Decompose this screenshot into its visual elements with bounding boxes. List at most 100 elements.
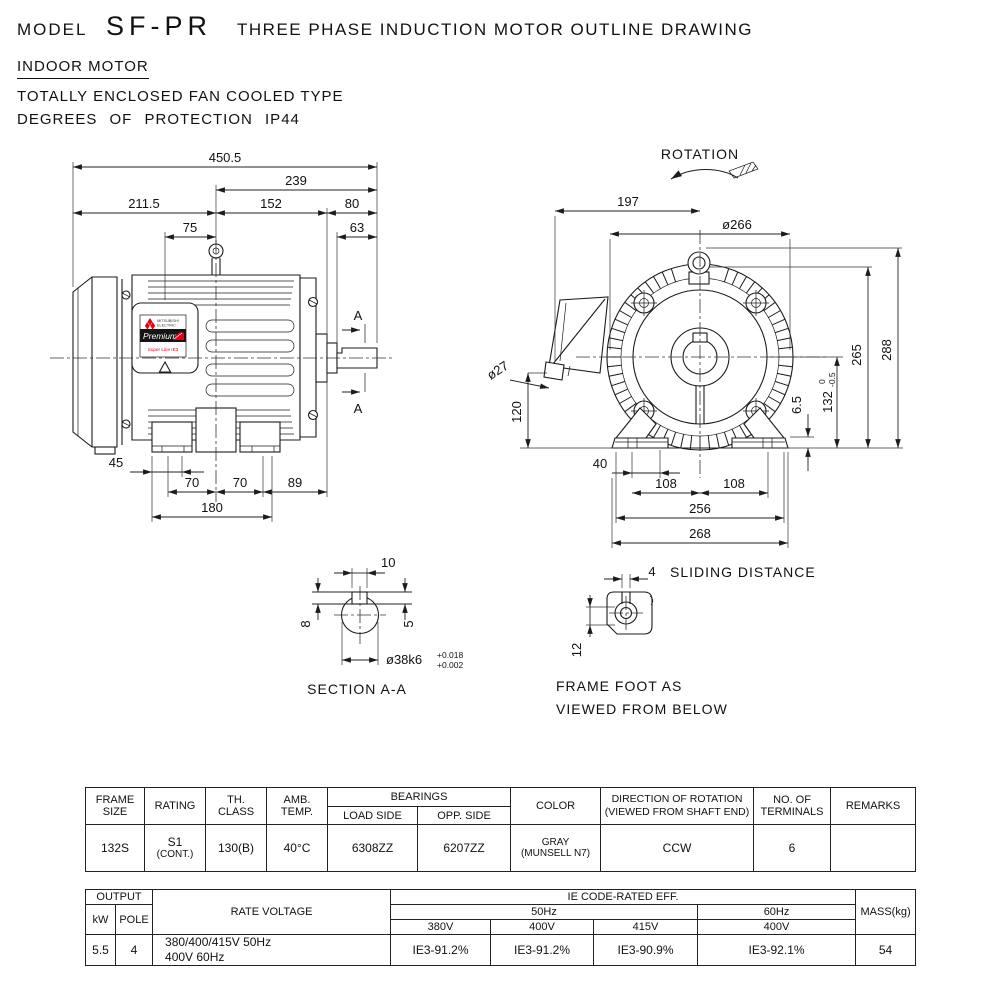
- header-60hz: 60Hz: [697, 904, 857, 920]
- svg-text:450.5: 450.5: [209, 150, 242, 165]
- svg-text:0: 0: [817, 379, 827, 384]
- subtitle-protection: DEGREES OF PROTECTION IP44: [17, 111, 300, 128]
- bolt-bosses: [631, 290, 769, 424]
- svg-text:180: 180: [201, 500, 223, 515]
- value-direction: CCW: [600, 824, 755, 872]
- value-terminals: 6: [753, 824, 832, 872]
- header-th-class: TH.CLASS: [205, 787, 267, 825]
- header-color: COLOR: [510, 787, 602, 825]
- header-rate-voltage: RATE VOLTAGE: [152, 889, 392, 935]
- header-400v-50: 400V: [490, 919, 595, 935]
- cover-screws: [121, 290, 131, 429]
- value-remarks: [830, 824, 917, 872]
- svg-text:152: 152: [260, 196, 282, 211]
- terminal-box: [543, 296, 609, 381]
- header-bearings: BEARINGS: [326, 787, 512, 807]
- svg-text:12: 12: [569, 643, 584, 657]
- subtitle-enclosure: TOTALLY ENCLOSED FAN COOLED TYPE: [17, 88, 344, 105]
- front-feet: [611, 407, 903, 449]
- svg-text:40: 40: [593, 456, 607, 471]
- section-aa: 10 8 5 ø38k6 +0.018 +0.002 SECTION A-A: [298, 555, 464, 697]
- outline-drawing: A A MITSUBISHI ELECTRIC Premium Super Li…: [50, 146, 903, 717]
- svg-text:ø27: ø27: [484, 358, 511, 383]
- frame-foot-caption-2: VIEWED FROM BELOW: [556, 701, 728, 717]
- svg-text:63: 63: [350, 220, 364, 235]
- svg-text:89: 89: [288, 475, 302, 490]
- value-kw: 5.5: [85, 934, 116, 966]
- svg-text:80: 80: [345, 196, 359, 211]
- mitsubishi-logo-icon: [144, 318, 156, 330]
- svg-text:+0.018: +0.018: [437, 650, 464, 660]
- svg-text:256: 256: [689, 501, 711, 516]
- svg-text:6.5: 6.5: [789, 396, 804, 414]
- svg-text:108: 108: [723, 476, 745, 491]
- model-code: SF-PR: [106, 11, 212, 41]
- value-eff-415: IE3-90.9%: [593, 934, 699, 966]
- rotation-arrow-icon: [670, 161, 759, 180]
- value-amb-temp: 40°C: [266, 824, 328, 872]
- header-output: OUTPUT: [84, 889, 154, 905]
- subtitle-indoor-motor: INDOOR MOTOR: [17, 58, 149, 79]
- header-direction: DIRECTION OF ROTATION(VIEWED FROM SHAFT …: [600, 787, 755, 825]
- svg-text:75: 75: [183, 220, 197, 235]
- model-label: MODEL: [17, 20, 88, 39]
- value-rating: S1(CONT.): [144, 824, 206, 872]
- svg-text:265: 265: [849, 344, 864, 366]
- nameplate: MITSUBISHI ELECTRIC Premium Super Line I…: [131, 302, 199, 374]
- side-dimensions: 450.5 239 211.5 152 80 63 75 45: [72, 150, 378, 522]
- svg-text:108: 108: [655, 476, 677, 491]
- fin-slots: [205, 319, 295, 397]
- side-view: A A MITSUBISHI ELECTRIC Premium Super Li…: [50, 150, 392, 522]
- svg-text:288: 288: [879, 339, 894, 361]
- value-eff-400-60: IE3-92.1%: [697, 934, 857, 966]
- svg-text:45: 45: [109, 455, 123, 470]
- svg-text:70: 70: [233, 475, 247, 490]
- section-caption: SECTION A-A: [307, 681, 407, 697]
- sliding-distance-label: SLIDING DISTANCE: [670, 564, 816, 580]
- header-ie-code: IE CODE-RATED EFF.: [390, 889, 857, 905]
- header-remarks: REMARKS: [830, 787, 917, 825]
- header-amb-temp: AMB.TEMP.: [266, 787, 328, 825]
- header-380v: 380V: [390, 919, 492, 935]
- svg-text:197: 197: [617, 194, 639, 209]
- value-eff-400-50: IE3-91.2%: [490, 934, 595, 966]
- svg-text:8: 8: [298, 620, 313, 627]
- svg-text:Premium: Premium: [143, 331, 177, 341]
- frame-foot-caption-1: FRAME FOOT AS: [556, 678, 682, 694]
- header-pole: POLE: [114, 904, 154, 935]
- section-cut-marks: A A: [342, 308, 366, 416]
- rotation-label: ROTATION: [661, 146, 739, 162]
- value-mass: 54: [855, 934, 917, 966]
- svg-text:4: 4: [648, 564, 655, 579]
- header-mass: MASS(kg): [855, 889, 917, 935]
- header-opp-side: OPP. SIDE: [416, 806, 512, 825]
- performance-table: OUTPUT RATE VOLTAGE IE CODE-RATED EFF. M…: [84, 889, 917, 966]
- end-bracket: [299, 277, 328, 438]
- fan-cover-outline: [72, 276, 118, 455]
- front-view: ROTATION: [484, 146, 903, 548]
- header-415v: 415V: [593, 919, 699, 935]
- value-pole: 4: [114, 934, 154, 966]
- svg-text:ø38k6: ø38k6: [386, 652, 422, 667]
- page-title: THREE PHASE INDUCTION MOTOR OUTLINE DRAW…: [237, 20, 753, 39]
- top-fins: [148, 280, 294, 306]
- svg-text:211.5: 211.5: [128, 196, 160, 211]
- svg-text:10: 10: [381, 555, 395, 570]
- value-th-class: 130(B): [205, 824, 267, 872]
- value-eff-380: IE3-91.2%: [390, 934, 492, 966]
- svg-text:239: 239: [285, 173, 307, 188]
- svg-text:A: A: [354, 401, 363, 416]
- svg-text:120: 120: [509, 401, 524, 423]
- svg-text:A: A: [354, 308, 363, 323]
- svg-text:+0.002: +0.002: [437, 660, 464, 670]
- key-cross-section: [351, 591, 368, 605]
- header-50hz: 50Hz: [390, 904, 699, 920]
- header-load-side: LOAD SIDE: [327, 806, 418, 825]
- eyebolt-front: [687, 251, 711, 285]
- svg-text:132: 132: [820, 391, 835, 413]
- value-opp-side: 6207ZZ: [416, 824, 512, 872]
- svg-text:70: 70: [185, 475, 199, 490]
